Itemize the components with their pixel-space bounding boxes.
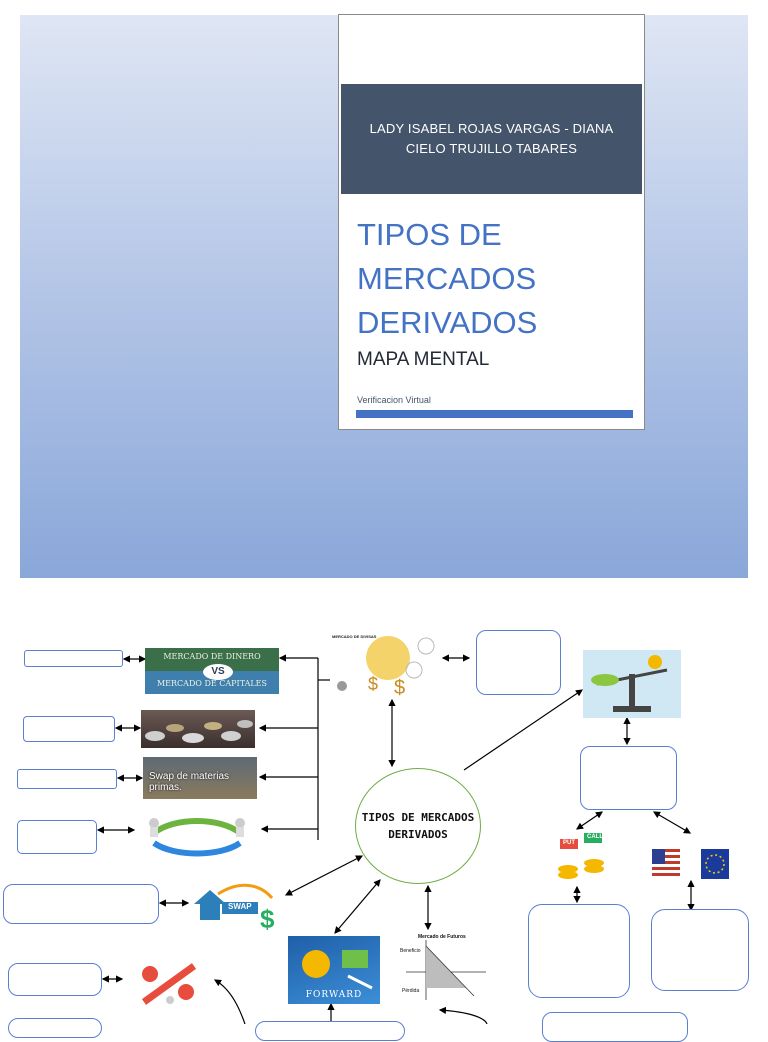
futures-gain-label: Beneficio	[400, 948, 421, 954]
concept-box-6	[8, 963, 102, 996]
capital-market-label: MERCADO DE CAPITALES	[145, 671, 279, 694]
futures-payoff-icon	[406, 940, 486, 1000]
concept-box-bottom-right	[542, 1012, 688, 1042]
put-call-coins-icon	[558, 833, 604, 879]
forward-image: FORWARD	[288, 936, 380, 1004]
authors-band: LADY ISABEL ROJAS VARGAS - DIANA CIELO T…	[341, 84, 642, 194]
usa-flag-icon	[652, 849, 680, 879]
concept-box-7	[8, 1018, 102, 1038]
authors-text: LADY ISABEL ROJAS VARGAS - DIANA CIELO T…	[369, 121, 614, 156]
global-market-image: $ $ MERCADO DE DIVISAS	[330, 628, 435, 700]
forward-coins-icon	[302, 950, 373, 990]
swap-house-dollar-icon: $	[194, 883, 275, 932]
concept-box-options	[528, 904, 630, 998]
call-label: CALL	[587, 834, 603, 840]
swap-cycle-icon	[149, 818, 245, 857]
swap-logo-image: $ SWAP	[190, 880, 282, 932]
options-image: PUT CALL	[546, 829, 616, 886]
document-subtitle: MAPA MENTAL	[357, 349, 490, 370]
futures-loss-label: Pérdida	[402, 988, 420, 994]
swap-cycle-image	[134, 811, 260, 861]
balance-scale-image	[583, 650, 681, 718]
coins-icon	[145, 720, 253, 743]
globe-dollar-icon: $ $	[337, 636, 435, 699]
forward-caption: FORWARD	[305, 990, 363, 1000]
svg-text:$: $	[260, 904, 275, 932]
swap-logo-label: SWAP	[228, 902, 252, 911]
usa-flag-image	[652, 849, 680, 879]
svg-text:$: $	[368, 674, 378, 694]
commodity-swap-image: Swap de materias primas.	[143, 757, 257, 799]
put-label: PUT	[563, 840, 575, 846]
concept-box-2	[23, 716, 115, 742]
percent-image	[124, 958, 217, 1008]
coins-image	[141, 710, 255, 748]
futures-chart-image: Mercado de Futuros Beneficio Pérdida	[396, 932, 491, 1004]
document-footer: Verificacion Virtual	[357, 395, 431, 405]
concept-box-bottom-center	[255, 1021, 405, 1041]
eu-flag-image	[701, 849, 729, 879]
footer-accent-bar	[356, 410, 633, 418]
commodity-swap-caption: Swap de materias primas.	[149, 771, 230, 793]
central-topic-label: TIPOS DE MERCADOS DERIVADOS	[361, 811, 475, 841]
scale-money-icon	[591, 655, 668, 712]
money-vs-capital-image: MERCADO DE DINERO MERCADO DE CAPITALES V…	[145, 648, 279, 694]
concept-box-currency	[651, 909, 749, 991]
futures-chart-title: Mercado de Futuros	[418, 934, 466, 940]
svg-text:$: $	[394, 677, 405, 699]
document-title: TIPOS DE MERCADOS DERIVADOS	[357, 217, 538, 340]
concept-box-3	[17, 769, 117, 789]
concept-box-4	[17, 820, 97, 854]
global-market-caption: MERCADO DE DIVISAS	[332, 634, 377, 639]
concept-box-1	[24, 650, 123, 667]
concept-box-top-right	[476, 630, 561, 695]
money-market-label: MERCADO DE DINERO	[145, 648, 279, 671]
vs-badge: VS	[203, 664, 233, 680]
central-topic: TIPOS DE MERCADOS DERIVADOS	[355, 768, 481, 884]
concept-box-5	[3, 884, 159, 924]
percent-icon	[141, 963, 197, 1005]
concept-box-divisas	[580, 746, 677, 810]
eu-flag-icon	[705, 854, 725, 874]
cover-card: LADY ISABEL ROJAS VARGAS - DIANA CIELO T…	[338, 14, 645, 430]
